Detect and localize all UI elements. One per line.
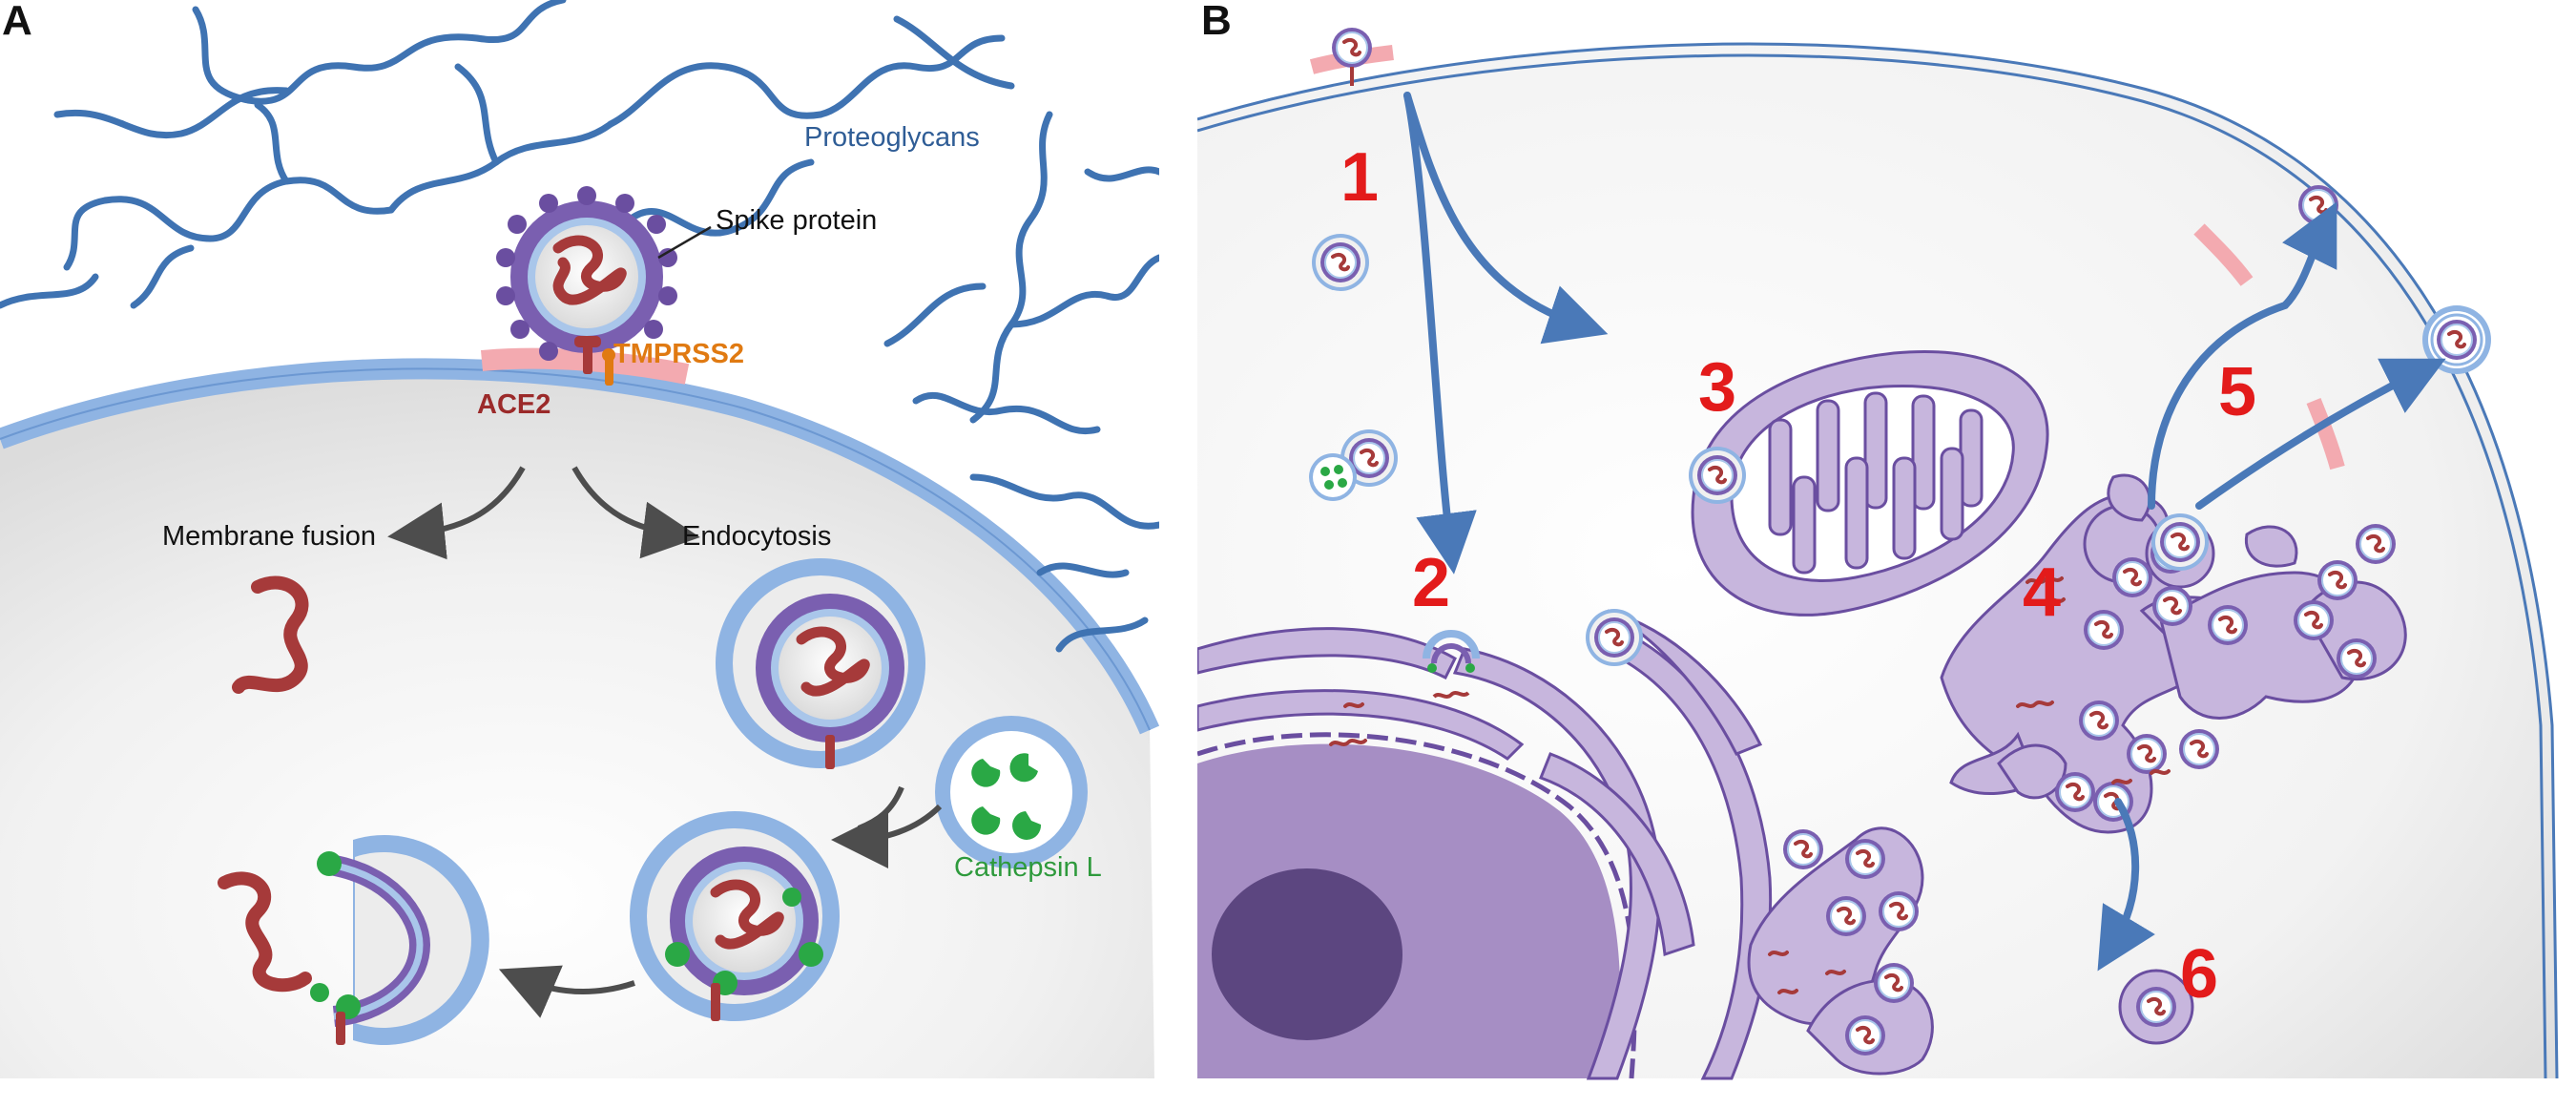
step-2: 2 xyxy=(1412,545,1451,621)
ace2-label: ACE2 xyxy=(477,389,551,420)
mitochondrion xyxy=(1691,350,2049,617)
cytoplasm xyxy=(0,361,1154,1078)
secretory-vesicle-2 xyxy=(2118,969,2194,1045)
proteoglycans-label: Proteoglycans xyxy=(804,122,980,153)
membrane-fusion-label: Membrane fusion xyxy=(162,521,377,552)
released-rna-endosome xyxy=(218,871,312,993)
panel-a-letter: A xyxy=(2,0,32,44)
endosome-step3 xyxy=(1689,447,1746,504)
endosome-step1 xyxy=(1312,234,1369,291)
arrow-step6 xyxy=(2097,798,2155,972)
endosome-2 xyxy=(630,811,840,1021)
tmprss2-label: TMPRSS2 xyxy=(613,339,744,369)
uncoating-b xyxy=(1423,630,1480,699)
pathway-arrows xyxy=(1403,92,2446,972)
released-rna-fusion xyxy=(232,575,309,694)
virion-surface xyxy=(496,186,712,386)
panel-a-illustration xyxy=(0,0,1159,1078)
viral-rna-surface xyxy=(552,235,627,305)
entry-virion xyxy=(1330,26,1374,70)
rna-fragments xyxy=(1329,576,2171,994)
step-6: 6 xyxy=(2180,936,2219,1013)
arrow-step5-a xyxy=(2148,201,2337,510)
proteoglycans xyxy=(0,0,1159,653)
arrow-fusion-endosome xyxy=(831,804,943,868)
cathepsin-vesicle xyxy=(935,716,1088,868)
cathepsin-l-label: Cathepsin L xyxy=(954,852,1102,883)
arrow-step1-to-2 xyxy=(1403,92,1477,575)
arrow-step5-b xyxy=(2195,358,2446,510)
step-4: 4 xyxy=(2023,554,2062,631)
step-3: 3 xyxy=(1698,349,1737,426)
panel-b: B 1 2 3 4 5 6 xyxy=(1197,0,2576,1108)
arrow-membrane-fusion xyxy=(387,466,526,560)
endosome-er xyxy=(1586,609,1643,666)
ace2-membrane-region xyxy=(480,347,690,385)
nucleolus xyxy=(1212,868,1402,1040)
exported-vesicle xyxy=(2422,305,2491,374)
panel-b-letter: B xyxy=(1201,0,1232,44)
plasma-membrane-inner xyxy=(1197,53,2547,1079)
endosome-1 xyxy=(716,558,925,769)
arrow-uncoating xyxy=(498,965,635,1018)
spike-protein-label: Spike protein xyxy=(716,205,878,236)
uncoating-vesicle xyxy=(218,835,489,1045)
step-5: 5 xyxy=(2218,354,2257,430)
step-1: 1 xyxy=(1340,139,1380,216)
panel-b-illustration xyxy=(1197,0,2571,1080)
endoplasmic-reticulum xyxy=(1197,609,1773,1080)
endocytosis-label: Endocytosis xyxy=(682,521,832,552)
cell-membrane-line xyxy=(0,367,1151,731)
secretory-vesicle-1 xyxy=(2151,513,2209,571)
panel-a: A Proteoglycans Spike protein TMPRSS2 AC… xyxy=(0,0,1159,1108)
exported-virion xyxy=(2296,183,2340,227)
arrow-step1-to-3 xyxy=(1403,92,1609,345)
cathepsin-vesicle-b xyxy=(1309,453,1357,501)
arrow-endocytosis xyxy=(571,466,700,559)
tmprss2-protease xyxy=(605,355,613,386)
plasma-membrane-outer xyxy=(1197,42,2559,1079)
